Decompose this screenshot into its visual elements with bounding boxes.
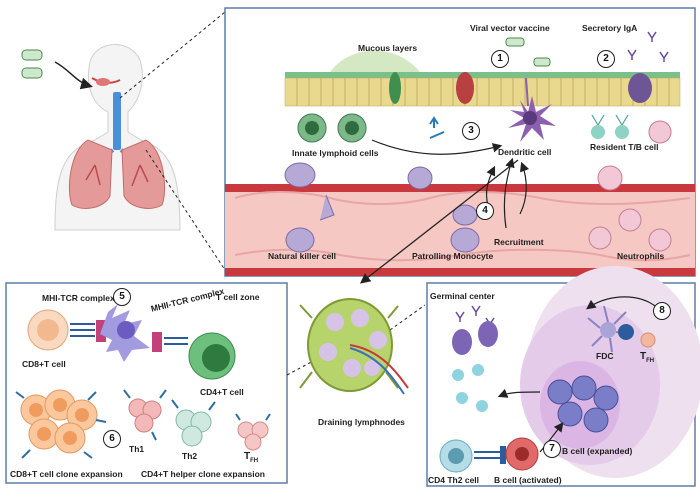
viral-vector-vaccine-label: Viral vector vaccine (470, 23, 550, 33)
dendritic-cell-label: Dendritic cell (498, 147, 552, 157)
right-lung (121, 139, 166, 209)
draining-lymphnodes-label: Draining lymphnodes (318, 417, 405, 427)
left-lung (68, 139, 113, 209)
inhalation-arrow (54, 61, 93, 90)
b-cell-expanded-label: B cell (expanded) (562, 446, 633, 456)
tfh-sub-text: FH (646, 358, 655, 364)
cd4-helper-expansion-label: CD4+T helper clone expansion (141, 469, 265, 479)
neutrophils-label: Neutrophils (617, 251, 665, 261)
lymph-node (299, 298, 409, 395)
cd4-t-cell-label: CD4+T cell (200, 387, 244, 397)
monocyte (407, 166, 433, 190)
tfh-cluster (235, 413, 271, 451)
th1-cluster (123, 389, 167, 441)
mucous-layers-label: Mucous layers (358, 43, 418, 53)
recruitment-label: Recruitment (494, 237, 544, 247)
vessel-wall-top (225, 184, 695, 192)
epithelium (284, 77, 681, 107)
step-6-badge: 6 (103, 430, 121, 448)
cd4-th2-cell-label: CD4 Th2 cell (428, 475, 480, 485)
plasma-cell (628, 73, 652, 103)
tfh-label-right: TFH (640, 351, 655, 365)
tfh-main-text: T (640, 351, 647, 362)
step-3-badge: 3 (462, 122, 480, 140)
tfh-label-left: TFH (244, 451, 259, 465)
patrolling-monocyte-label: Patrolling Monocyte (412, 251, 494, 261)
natural-killer-cell-label: Natural killer cell (268, 251, 337, 261)
virus-particles (21, 49, 43, 79)
b-cell-activated-label: B cell (activated) (494, 475, 562, 485)
infected-cell (456, 72, 474, 104)
airway-panel (224, 7, 696, 277)
th2-label: Th2 (182, 451, 198, 461)
step-2-badge: 2 (597, 50, 615, 68)
step-1-badge: 1 (491, 50, 509, 68)
th2-cluster (171, 399, 216, 447)
dendritic-cell (508, 77, 556, 142)
secretory-iga-label: Secretory IgA (582, 23, 638, 33)
trachea (113, 92, 121, 150)
human-figure (54, 44, 181, 231)
tfh-sub-text: FH (250, 458, 259, 464)
mhi-tcr-complex-label: MHI-TCR complex (42, 293, 115, 303)
germinal-center-panel (426, 266, 700, 487)
fdc-label: FDC (596, 351, 614, 361)
neutrophil (597, 165, 623, 191)
step-8-badge: 8 (653, 302, 671, 320)
cd8-t-cell-label: CD8+T cell (22, 359, 66, 369)
teal-cells (452, 364, 488, 412)
vessel-wall-bottom (225, 268, 695, 276)
resident-tb-cell-label: Resident T/B cell (590, 142, 659, 152)
innate-lymphoid-cells-label: Innate lymphoid cells (292, 148, 379, 158)
cd8-clone-cluster (15, 389, 107, 459)
germinal-center-label: Germinal center (430, 291, 495, 301)
step-7-badge: 7 (543, 440, 561, 458)
goblet-cell (389, 72, 401, 104)
nk-cell (284, 162, 316, 188)
t-cell-zone-label: T cell zone (216, 292, 260, 302)
b-cell-cluster (547, 375, 619, 433)
step-4-badge: 4 (476, 202, 494, 220)
cd8-clone-expansion-label: CD8+T cell clone expansion (10, 469, 123, 479)
migration-arrow (359, 159, 519, 284)
nk-cell (285, 227, 315, 253)
tfh-main-text: T (244, 451, 251, 462)
t-cell-zone-panel (5, 282, 288, 484)
step-5-badge: 5 (113, 288, 131, 306)
fdc-cell (587, 305, 656, 353)
th1-label: Th1 (129, 444, 145, 454)
